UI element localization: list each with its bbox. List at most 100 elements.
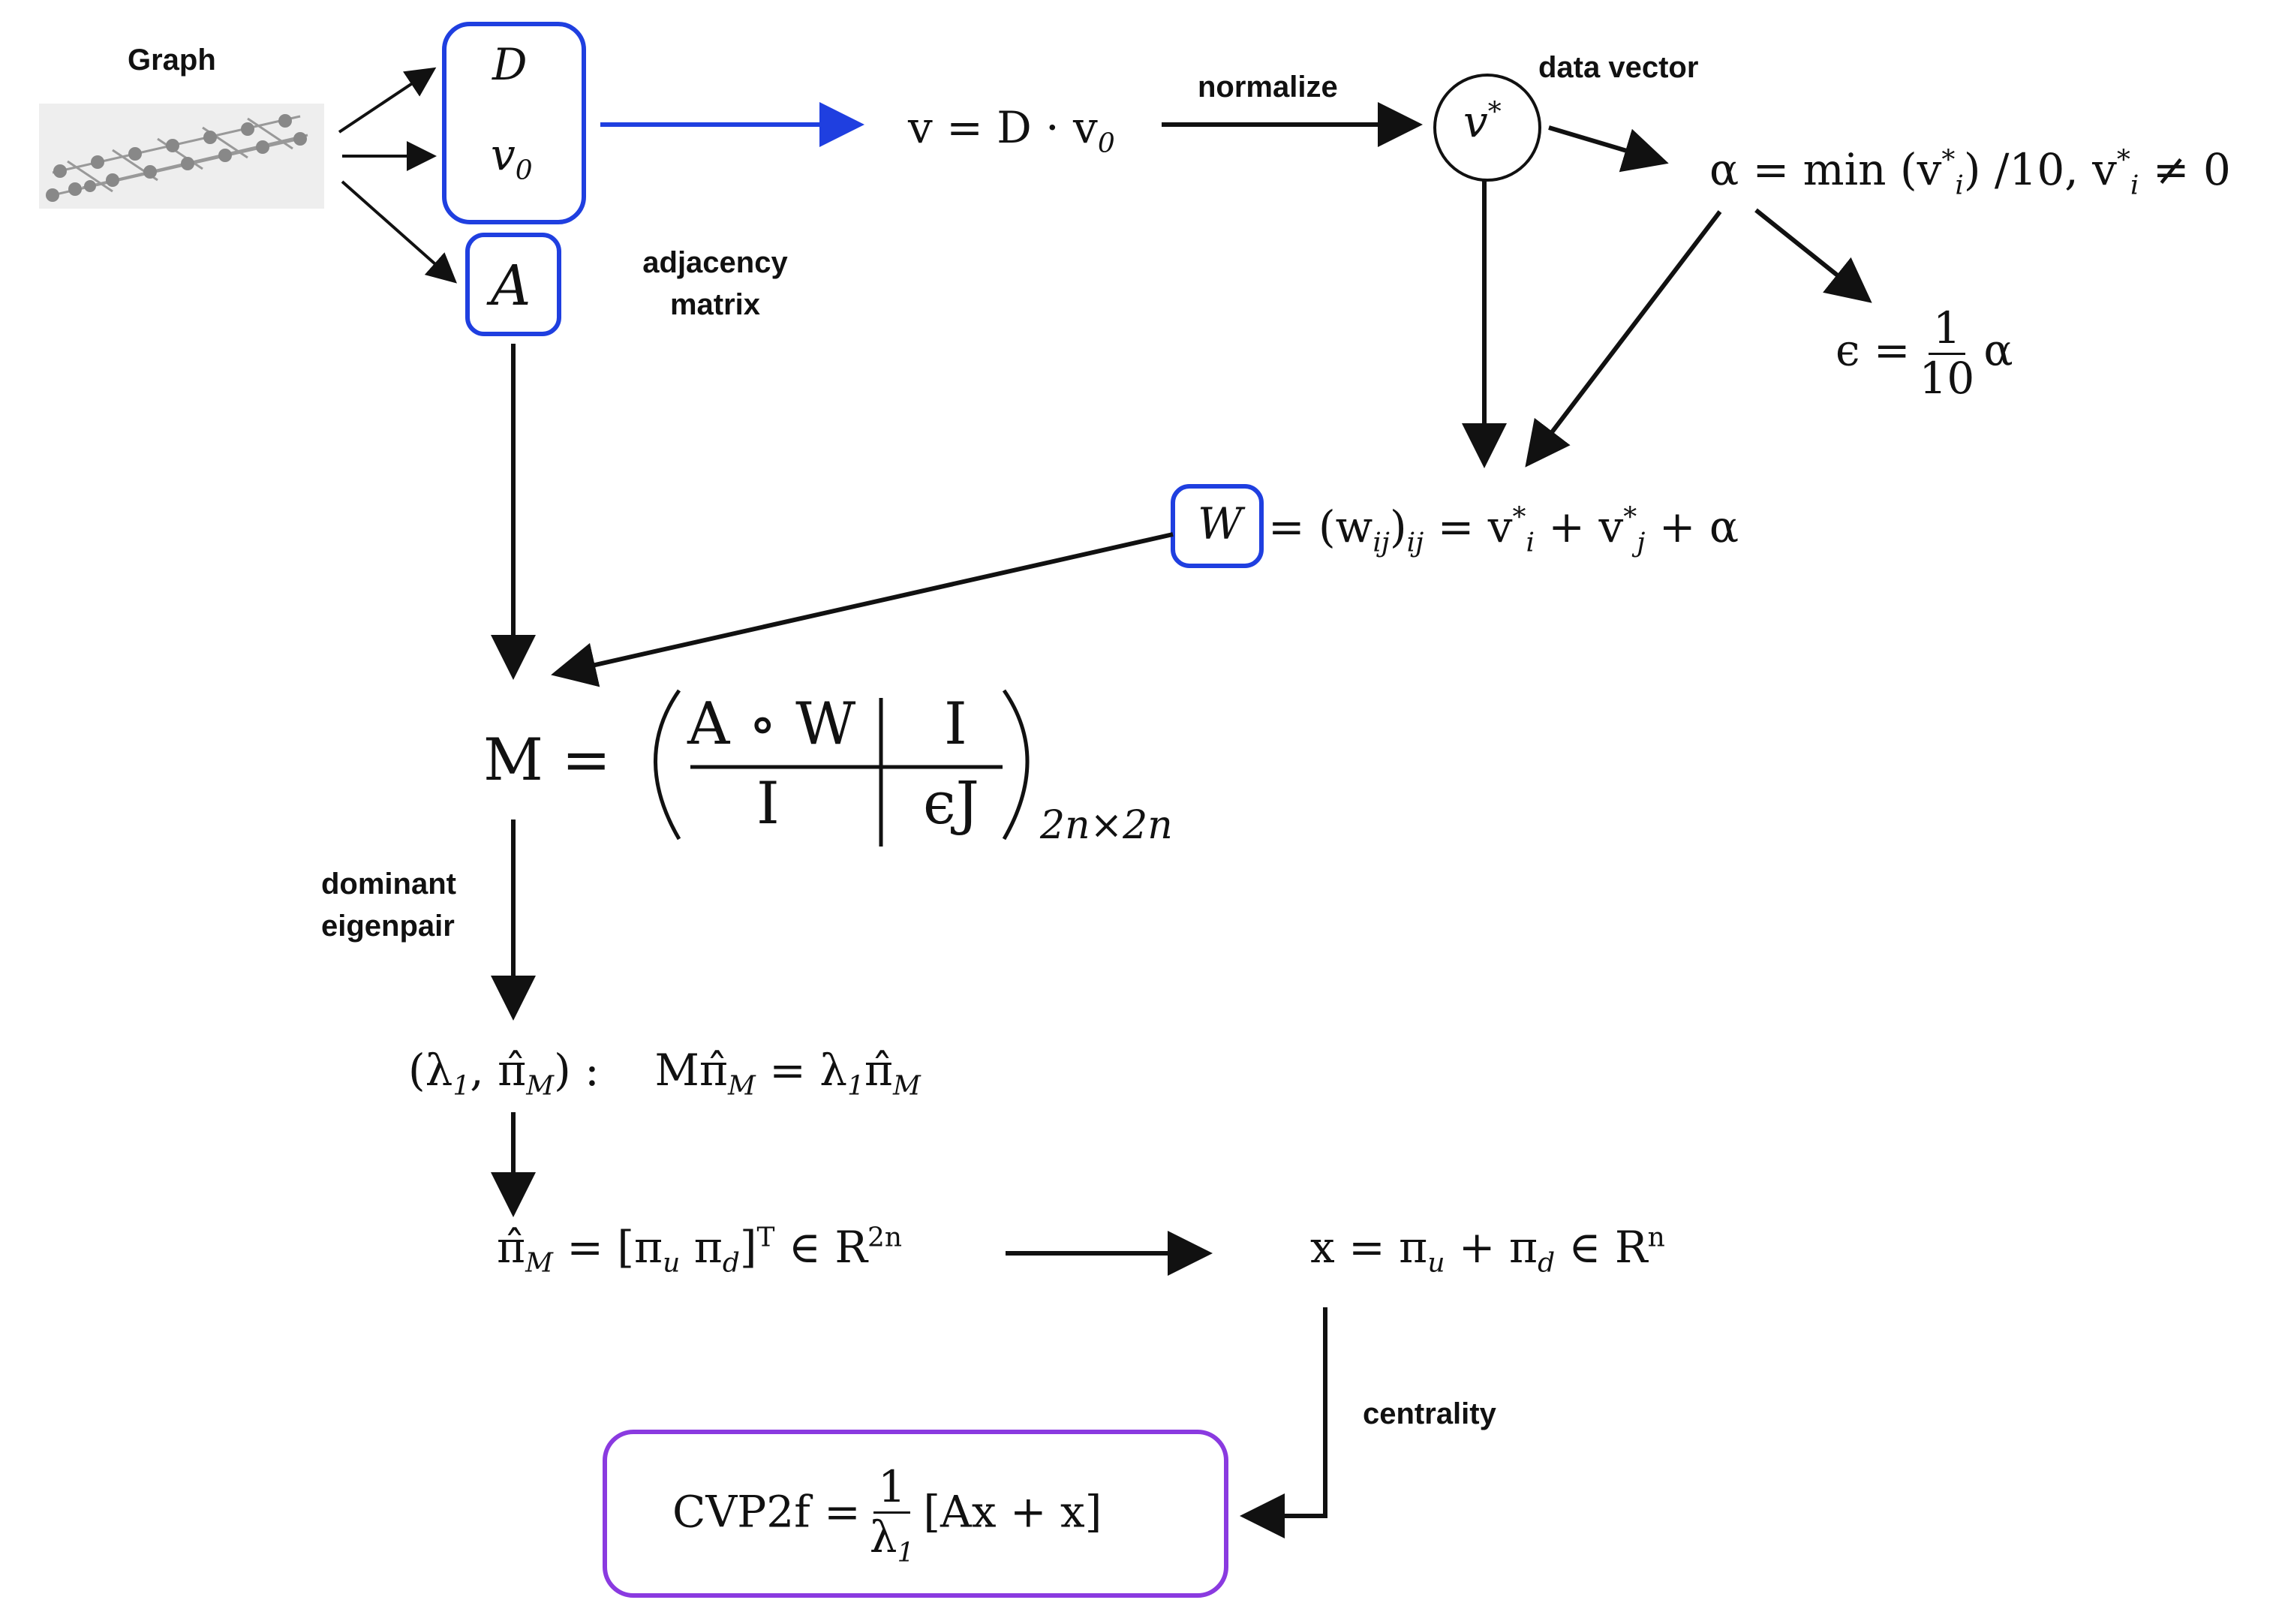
equation-pi-subM: M xyxy=(525,1247,553,1279)
equation-eps-num: 1 xyxy=(1928,304,1965,355)
equation-pi-T: T xyxy=(756,1222,775,1253)
equation-eps-den: 10 xyxy=(1919,352,1975,404)
equation-alpha: α = min (v*i) /10, v*i ≠ 0 xyxy=(1709,144,2231,201)
symbol-d-text: D xyxy=(492,39,528,90)
equation-w-mid: ) xyxy=(1389,501,1407,552)
symbol-a: A xyxy=(491,254,531,318)
equation-alpha-main: α = min (v xyxy=(1709,144,1942,195)
symbol-v0-sub: 0 xyxy=(515,155,533,186)
equation-pi-subu: u xyxy=(663,1247,681,1279)
matrix-m-22: ϵJ xyxy=(923,770,979,838)
equation-eig-subM3: M xyxy=(893,1070,921,1102)
arrow-w-to-m xyxy=(551,532,1174,687)
equation-v-main: v = D · v xyxy=(908,102,1098,153)
graph-thumbnail xyxy=(39,104,324,209)
symbol-a-text: A xyxy=(491,254,531,318)
equation-w-sub1: ij xyxy=(1372,527,1390,558)
symbol-v0-base: v xyxy=(491,129,516,180)
equation-eps-lhs: ϵ = xyxy=(1836,324,1911,376)
equation-alpha-sub2: i xyxy=(2130,170,2139,201)
equation-alpha-star2: * xyxy=(2116,144,2130,176)
equation-eig-lhs3: ) : xyxy=(554,1045,600,1096)
matrix-m-lhs: M = xyxy=(483,726,612,794)
equation-w-rhs: = v xyxy=(1424,501,1513,552)
equation-eig-subM2: M xyxy=(727,1070,756,1102)
equation-cvp-rhs: [Ax + x] xyxy=(923,1486,1102,1538)
w-box xyxy=(1171,484,1264,568)
equation-x-2: + π xyxy=(1445,1222,1538,1273)
matrix-m-21: I xyxy=(756,770,780,838)
equation-eig-rhs3: π̂ xyxy=(864,1045,894,1096)
symbol-vstar-star: * xyxy=(1487,96,1502,128)
symbol-d: D xyxy=(492,39,528,90)
equation-eig-subM: M xyxy=(526,1070,555,1102)
equation-pi-hat: π̂M = [πu πd]T ∈ R2n xyxy=(497,1222,902,1279)
equation-w-main: = (w xyxy=(1268,501,1373,552)
arrow-alpha-to-eps xyxy=(1754,208,1872,303)
a-box xyxy=(465,233,561,336)
equation-w-star1: * xyxy=(1512,501,1526,533)
label-dominant-eigenpair: dominant eigenpair xyxy=(321,863,456,947)
equation-pi-subd: d xyxy=(722,1247,740,1279)
equation-w-rhs2: + v xyxy=(1535,501,1624,552)
equation-x-subu: u xyxy=(1427,1247,1445,1279)
arrow-alpha-to-w xyxy=(1525,210,1722,468)
equation-pi-main: π̂ xyxy=(497,1222,526,1273)
equation-w-j: j xyxy=(1637,527,1646,558)
equation-cvp-den-base: λ xyxy=(869,1511,897,1562)
symbol-vstar-base: v xyxy=(1463,96,1488,147)
label-dominant-line1: dominant xyxy=(321,868,456,901)
equation-eig-lhs: (λ xyxy=(408,1045,453,1096)
equation-alpha-star: * xyxy=(1941,144,1956,176)
equation-alpha-tail: ) /10, v xyxy=(1963,144,2117,195)
equation-x-3: ∈ R xyxy=(1555,1222,1648,1273)
equation-pi-dim: 2n xyxy=(867,1222,903,1253)
label-dominant-line2: eigenpair xyxy=(321,910,455,943)
equation-pi-4: ] xyxy=(739,1222,757,1273)
matrix-m-size: 2n×2n xyxy=(1040,803,1173,848)
equation-eig-lhs2: , π̂ xyxy=(470,1045,527,1096)
equation-x-subd: d xyxy=(1538,1247,1556,1279)
label-centrality: centrality xyxy=(1363,1397,1496,1430)
equation-cvp-lhs: CVP2f = xyxy=(672,1486,861,1538)
equation-w-sub2: ij xyxy=(1406,527,1424,558)
matrix-m-11: A ∘ W xyxy=(687,690,856,758)
equation-eps-tail: α xyxy=(1983,324,2013,376)
cvp-box xyxy=(603,1430,1228,1598)
equation-alpha-sub: i xyxy=(1955,170,1964,201)
equation-v: v = D · v0 xyxy=(908,102,1115,159)
arrow-vstar-to-alpha xyxy=(1548,125,1669,173)
symbol-w-text: W xyxy=(1198,498,1243,549)
equation-w: = (wij)ij = v*i + v*j + α xyxy=(1268,501,1739,558)
equation-cvp-den: λ1 xyxy=(865,1511,919,1568)
arrow-graph-to-d xyxy=(338,67,437,134)
arrow-graph-to-a xyxy=(341,180,457,284)
label-adjacency-line2: matrix xyxy=(669,288,761,321)
arrow-x-to-cvp xyxy=(1240,1307,1327,1538)
equation-pi-2: = [π xyxy=(552,1222,663,1273)
d-v0-box xyxy=(442,22,586,224)
equation-w-rhs3: + α xyxy=(1645,501,1739,552)
equation-alpha-cond: ≠ 0 xyxy=(2139,144,2231,195)
equation-x-dim: n xyxy=(1647,1222,1665,1253)
equation-eig-rhs: Mπ̂ xyxy=(654,1045,728,1096)
label-adjacency-line1: adjacency xyxy=(642,246,788,279)
symbol-vstar: v* xyxy=(1463,96,1502,147)
symbol-w: W xyxy=(1198,498,1243,549)
equation-eig-rhs2: = λ xyxy=(755,1045,848,1096)
label-data-vector: data vector xyxy=(1538,51,1699,84)
label-normalize: normalize xyxy=(1198,71,1338,104)
equation-eigenpair: (λ1, π̂M) : Mπ̂M = λ1π̂M xyxy=(408,1045,921,1102)
equation-cvp-num: 1 xyxy=(873,1463,910,1514)
label-adjacency-matrix: adjacency matrix xyxy=(632,242,798,326)
equation-eig-sub2: 1 xyxy=(847,1070,864,1102)
vstar-circle xyxy=(1433,74,1541,182)
symbol-v0: v0 xyxy=(491,129,533,186)
equation-v-sub: 0 xyxy=(1097,128,1115,159)
